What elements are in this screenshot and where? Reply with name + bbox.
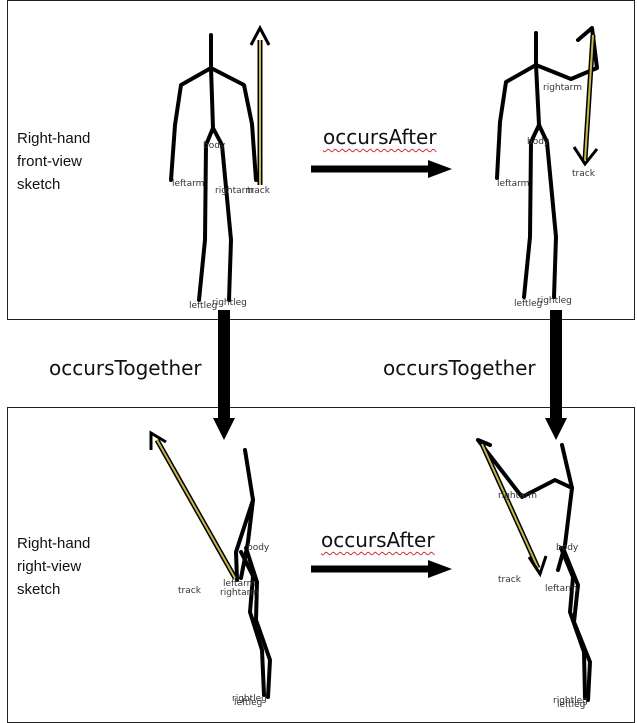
label-track-4: track [498,575,522,585]
label-track-1: track [247,186,271,196]
front-view-figure-start [171,35,256,300]
label-leftleg-3: leftleg [234,698,262,708]
track-arrow-side-start [151,433,235,578]
track-arrow-side-end [482,444,546,574]
label-rightleg-1: rightleg [212,298,247,308]
label-body-4: body [556,543,579,553]
label-rightarm-3: rightarm [220,588,259,598]
label-track-2: track [572,169,596,179]
occurs-together-arrow-left [213,310,235,440]
occurs-after-arrow-bottom [311,560,452,578]
label-rightarm-2: rightarm [543,83,582,93]
label-track-3: track [178,586,202,596]
label-leftarm-1: leftarm [172,179,204,189]
occurs-after-arrow-top [311,160,452,178]
track-arrow-front-end [574,35,597,164]
label-leftleg-4: leftleg [557,700,585,710]
right-view-figure-start [236,450,270,697]
label-body-2: body [527,137,550,147]
label-body-1: body [203,141,226,151]
label-rightarm-4: rightarm [498,491,537,501]
label-leftarm-4: leftarm [545,584,577,594]
front-view-figure-end [497,28,597,297]
label-rightleg-2: rightleg [537,296,572,306]
label-body-3: body [247,543,270,553]
right-view-figure-end [478,440,590,700]
occurs-together-arrow-right [545,310,567,440]
label-leftarm-2: leftarm [497,179,529,189]
